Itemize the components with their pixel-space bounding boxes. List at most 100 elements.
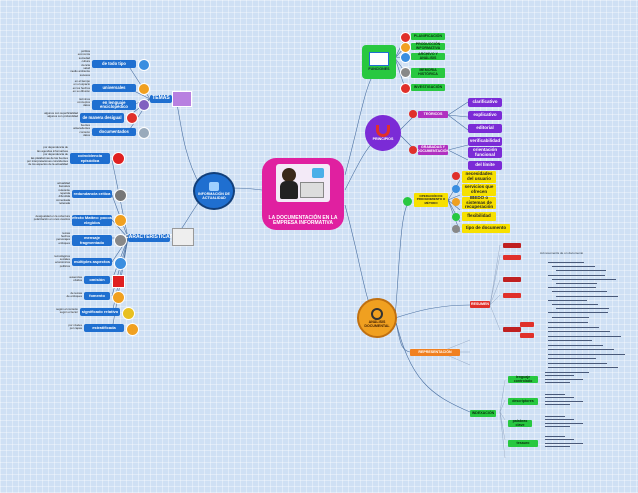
caracteristica-item[interactable]: redundancia crítica bbox=[72, 190, 112, 198]
representacion-leaf-line bbox=[548, 326, 599, 328]
principio-item[interactable]: editorial bbox=[468, 124, 502, 133]
representacion-leaf-line bbox=[548, 322, 588, 323]
resumen-leaf-line bbox=[552, 266, 595, 268]
caracteristica-icon bbox=[114, 234, 127, 247]
caracteristica-leaf: personajes bbox=[56, 237, 70, 242]
caracteristica-leaf: las agendas informativas bbox=[37, 148, 68, 153]
indexacion-item[interactable]: lenguaje controlado bbox=[508, 375, 538, 383]
caracteristica-leaf: de los aspectos de la actualidad bbox=[28, 162, 68, 167]
caracteristica-leaf: económicos bbox=[55, 260, 70, 265]
indexacion-item[interactable]: tesauro bbox=[508, 440, 538, 447]
indexacion-item[interactable]: descriptores bbox=[508, 398, 538, 405]
resumen-sub-item[interactable] bbox=[503, 255, 521, 260]
funcion-item[interactable]: INVESTIGACIÓN bbox=[411, 84, 445, 91]
caracteristica-leaf: según el contexto bbox=[56, 306, 78, 311]
temas-leaf: sucesos bbox=[79, 72, 90, 77]
caracteristicas-node[interactable]: CARACTERÍSTICAS bbox=[125, 234, 173, 242]
caracteristica-item[interactable]: estratificada bbox=[84, 324, 124, 332]
caracteristica-icon bbox=[122, 307, 135, 320]
indexacion-leaf-line bbox=[545, 400, 583, 402]
indexacion-leaf-line bbox=[545, 442, 583, 444]
operacion-item[interactable]: IBEDO o sistemas de recuperación bbox=[462, 195, 496, 209]
resumen-leaf-line bbox=[556, 295, 618, 297]
operacion-item-icon bbox=[452, 198, 460, 206]
funcion-item[interactable]: PLANIFICACIÓN bbox=[411, 33, 445, 40]
operaciones-node[interactable]: OPERACIÓN DE PROCEDIMIENTO O MÉTODO bbox=[414, 193, 448, 207]
representacion-leaf-line bbox=[548, 349, 614, 350]
operacion-item[interactable]: flexibilidad bbox=[462, 212, 496, 221]
funcion-item[interactable]: ARCHIVO Y ANÁLISIS bbox=[411, 52, 445, 60]
principios-group[interactable]: TEÓRICOS bbox=[418, 111, 448, 118]
funcion-icon bbox=[400, 67, 411, 78]
temas-item[interactable]: de todo tipo bbox=[92, 60, 136, 68]
temas-item[interactable]: en lenguaje enciclopédico bbox=[92, 100, 136, 110]
temas-node[interactable]: TEMAS bbox=[150, 95, 172, 103]
resumen-sub-item[interactable] bbox=[503, 327, 521, 332]
principio-item[interactable]: explicativo bbox=[468, 111, 502, 120]
caracteristica-leaf: comentada bbox=[56, 197, 70, 202]
principios-group[interactable]: GRABADAS Y DOCUMENTACIÓN bbox=[416, 145, 450, 155]
temas-item[interactable]: documentados bbox=[92, 128, 136, 136]
resumen-sub-item[interactable] bbox=[503, 277, 521, 282]
caracteristica-item[interactable]: omisión bbox=[84, 276, 110, 284]
indexacion-node[interactable]: INDEXACIÓN bbox=[470, 410, 496, 417]
caracteristicas-label: CARACTERÍSTICAS bbox=[125, 234, 173, 241]
temas-leaf: fuentes bbox=[80, 123, 90, 127]
operacion-item[interactable]: servicios que ofrecen bbox=[462, 184, 496, 196]
representacion-sub-item[interactable] bbox=[520, 322, 534, 327]
indexacion-leaf-line bbox=[545, 426, 570, 428]
temas-item-icon bbox=[138, 127, 150, 139]
temas-leaf: en el espacio bbox=[73, 82, 90, 87]
temas-leaf: datos bbox=[83, 103, 90, 108]
caracteristica-leaf: polarización en unos cuantos bbox=[33, 217, 70, 222]
caracteristica-item[interactable]: fomento bbox=[84, 292, 110, 300]
caracteristica-item[interactable]: significado relativo bbox=[80, 308, 120, 316]
funciones-node[interactable]: FUNCIONES bbox=[362, 45, 396, 79]
resumen-sub-item[interactable] bbox=[503, 293, 521, 298]
indexacion-leaf-line bbox=[545, 419, 574, 421]
caracteristica-leaf: tecnológicos bbox=[54, 253, 70, 258]
caracteristica-leaf: ausencias bbox=[69, 274, 82, 279]
resumen-leaf-line bbox=[548, 312, 608, 314]
indexacion-leaf-line bbox=[545, 404, 570, 406]
representacion-node[interactable]: REPRESENTACIÓN bbox=[410, 349, 460, 356]
caracteristica-leaf: actualidad bbox=[57, 180, 70, 185]
caracteristica-item[interactable]: múltiples aspectos bbox=[72, 258, 112, 266]
analisis-node[interactable]: ANÁLISIS DOCUMENTAL bbox=[357, 298, 397, 338]
resumen-leaf-line bbox=[556, 283, 597, 284]
caracteristica-leaf: temas bbox=[62, 230, 70, 235]
principio-item[interactable]: orientación funcional bbox=[468, 147, 502, 158]
caracteristica-leaf: reiterada bbox=[58, 201, 70, 206]
funcion-item[interactable]: MEMORIA HISTÓRICA bbox=[411, 68, 445, 78]
indexacion-leaf-line bbox=[545, 394, 565, 395]
resumen-note: Ad resumentis de un documento bbox=[540, 251, 584, 255]
principio-item[interactable]: clarificativo bbox=[468, 98, 502, 107]
operacion-item-icon bbox=[452, 225, 460, 233]
operacion-item[interactable]: tipo de documento bbox=[462, 224, 510, 233]
principio-item[interactable]: verificabilidad bbox=[468, 137, 502, 146]
temas-leaf: en el tiempo bbox=[74, 79, 90, 83]
temas-leaf: conceptos bbox=[77, 99, 90, 104]
caracteristica-item[interactable]: mensaje fragmentado bbox=[72, 235, 112, 246]
magnet-icon bbox=[376, 124, 390, 137]
caracteristica-icon bbox=[112, 275, 125, 288]
caracteristica-leaf: difundida bbox=[58, 194, 70, 199]
info-node[interactable]: INFORMACIÓN DE ACTUALIDAD bbox=[193, 172, 235, 210]
principios-node[interactable]: PRINCIPIOS bbox=[365, 115, 401, 151]
operacion-item-icon bbox=[452, 213, 460, 221]
temas-item[interactable]: universales bbox=[92, 84, 136, 92]
caracteristica-item[interactable]: efecto Matteo: pocos elegidos bbox=[72, 215, 113, 226]
principio-item[interactable]: del límite bbox=[468, 161, 502, 170]
caracteristica-item[interactable]: coincidencia episódica bbox=[70, 153, 110, 164]
operacion-item[interactable]: necesidades del usuario bbox=[462, 171, 496, 183]
representacion-sub-item[interactable] bbox=[520, 333, 534, 338]
central-topic[interactable]: LA DOCUMENTACIÓN EN LA EMPRESA INFORMATI… bbox=[262, 158, 344, 230]
temas-item[interactable]: de manera desigual bbox=[80, 113, 124, 123]
funcion-item[interactable]: PRODUCCIÓN INFORMATIVA bbox=[411, 42, 445, 50]
funcion-icon bbox=[400, 83, 411, 94]
resumen-sub-item[interactable] bbox=[503, 243, 521, 248]
resumen-node[interactable]: RESUMEN bbox=[470, 301, 490, 308]
temas-leaf: sociedad bbox=[78, 55, 90, 60]
indexacion-item[interactable]: palabras clave bbox=[508, 419, 532, 427]
